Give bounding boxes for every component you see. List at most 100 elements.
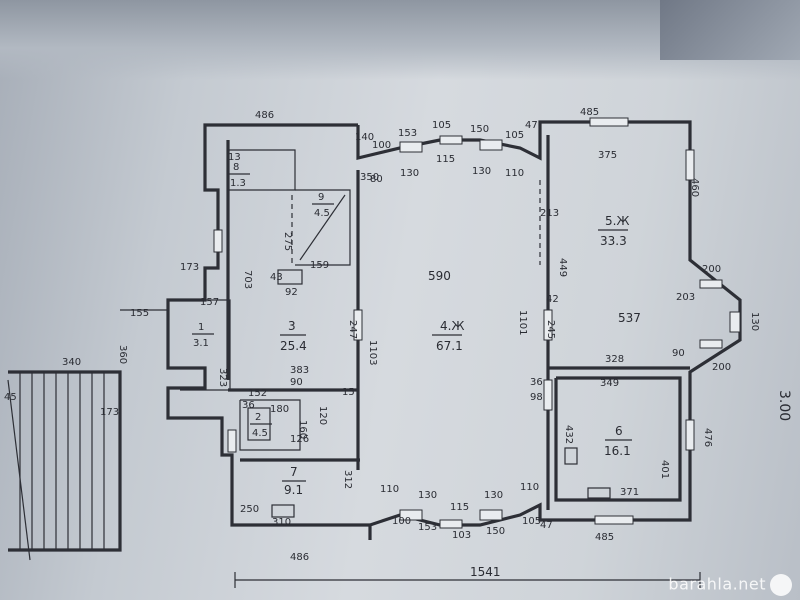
dim-misc-48: 213 <box>540 208 559 219</box>
window-top-right <box>589 117 629 127</box>
dim-top-4: 153 <box>398 128 417 139</box>
dim-top-5: 105 <box>432 120 451 131</box>
dim-bottom-in-5: 110 <box>520 482 539 493</box>
dim-misc-9: 92 <box>285 287 298 298</box>
svg-text:9.1: 9.1 <box>284 483 303 497</box>
room-label-2: 2 4.5 <box>250 412 272 439</box>
dim-bottom-2: 100 <box>392 516 411 527</box>
room-label-9: 9 4.5 <box>312 192 334 219</box>
dim-misc-32: 401 <box>659 460 670 479</box>
porch-box <box>180 299 231 391</box>
window-bay-top-3 <box>479 139 503 151</box>
dim-misc-24: 349 <box>600 378 619 389</box>
dim-misc-50: 45 <box>4 392 17 403</box>
dim-bottom-in-1: 110 <box>380 484 399 495</box>
dim-misc-23: 310 <box>272 517 291 528</box>
dim-misc-30: 200 <box>712 362 731 373</box>
dim-misc-25: 328 <box>605 354 624 365</box>
window-bay-right-1 <box>699 279 723 289</box>
dim-top-9: 485 <box>580 107 599 118</box>
dim-misc-11: 159 <box>310 260 329 271</box>
dim-misc-16: 36 <box>242 400 255 411</box>
window-right-1 <box>685 419 695 451</box>
dim-bottom-8: 485 <box>595 532 614 543</box>
dim-misc-47: 537 <box>618 311 641 325</box>
dim-bottom-7: 47 <box>540 520 553 531</box>
window-right-2 <box>685 149 695 181</box>
dim-misc-28: 200 <box>702 264 721 275</box>
dim-misc-10: 275 <box>282 232 293 251</box>
dim-bottom-in-4: 130 <box>484 490 503 501</box>
dim-bottom-1: 486 <box>290 552 309 563</box>
svg-text:2: 2 <box>255 412 261 423</box>
watermark: barahla.net <box>668 574 792 596</box>
dim-top-6: 150 <box>470 124 489 135</box>
room-label-7: 7 9.1 <box>282 465 306 497</box>
svg-text:4.5: 4.5 <box>252 428 268 439</box>
dim-misc-38: 590 <box>428 269 451 283</box>
stair-diag <box>299 194 346 261</box>
window-left-1 <box>213 229 223 253</box>
dim-top-7: 105 <box>505 130 524 141</box>
room-label-6: 6 16.1 <box>604 424 632 458</box>
door-room6 <box>543 379 553 411</box>
door-center <box>353 309 363 341</box>
dim-misc-19: 160 <box>297 420 308 439</box>
dim-misc-21: 312 <box>342 470 353 489</box>
dim-misc-2: 155 <box>130 308 149 319</box>
svg-text:3.1: 3.1 <box>193 338 209 349</box>
svg-text:25.4: 25.4 <box>280 339 307 353</box>
dim-misc-20: 126 <box>290 434 309 445</box>
dim-misc-41: 247 <box>347 320 358 339</box>
window-left-2 <box>227 429 237 453</box>
dim-misc-49: 13 <box>228 152 241 163</box>
dim-top-in-3: 115 <box>436 154 455 165</box>
svg-text:67.1: 67.1 <box>436 339 463 353</box>
room-label-5: 5.Ж 33.3 <box>598 214 629 248</box>
sink-fixture <box>587 487 611 499</box>
stair-box-2 <box>295 189 351 266</box>
dim-bottom-in-2: 130 <box>418 490 437 501</box>
dim-misc-18: 120 <box>317 406 328 425</box>
dim-misc-36: 460 <box>689 178 700 197</box>
dim-misc-13: 383 <box>290 365 309 376</box>
dim-misc-15: 90 <box>290 377 303 388</box>
svg-text:8: 8 <box>233 162 239 173</box>
dim-top-in-2: 130 <box>400 168 419 179</box>
bath-fixture <box>271 504 295 518</box>
dim-misc-22: 250 <box>240 504 259 515</box>
window-bay-bottom-2 <box>439 519 463 529</box>
overall-dim: 1541 <box>470 565 501 579</box>
dim-top-1: 486 <box>255 110 274 121</box>
stair-guide <box>7 379 31 561</box>
entry-stairs <box>8 370 122 552</box>
dim-misc-34: 432 <box>563 425 574 444</box>
dim-misc-39: 1101 <box>517 310 528 335</box>
svg-text:9: 9 <box>318 192 324 203</box>
dim-misc-1: 173 <box>180 262 199 273</box>
dim-top-in-5: 110 <box>505 168 524 179</box>
svg-text:1: 1 <box>198 322 204 333</box>
dim-top-8: 47 <box>525 120 538 131</box>
dim-misc-26: 90 <box>672 348 685 359</box>
dim-top-3: 100 <box>372 140 391 151</box>
window-bay-bottom-1 <box>399 509 423 521</box>
dim-misc-46: 42 <box>546 294 559 305</box>
room-label-4: 4.Ж 67.1 <box>432 319 464 353</box>
stove-fixture <box>564 447 578 465</box>
dim-misc-7: 703 <box>242 270 253 289</box>
dim-misc-17: 180 <box>270 404 289 415</box>
dim-misc-31: 476 <box>702 428 713 447</box>
dim-top-in-4: 130 <box>472 166 491 177</box>
wc-box <box>239 399 301 451</box>
dim-misc-5: 360 <box>117 345 128 364</box>
dim-misc-45: 98 <box>530 392 543 403</box>
svg-text:6: 6 <box>615 424 623 438</box>
dim-bottom-6: 105 <box>522 516 541 527</box>
window-bottom-right <box>594 515 634 525</box>
window-bay-bottom-3 <box>479 509 503 521</box>
dim-bottom-5: 150 <box>486 526 505 537</box>
room-label-3: 3 25.4 <box>280 319 307 353</box>
dim-misc-8: 43 <box>270 272 283 283</box>
